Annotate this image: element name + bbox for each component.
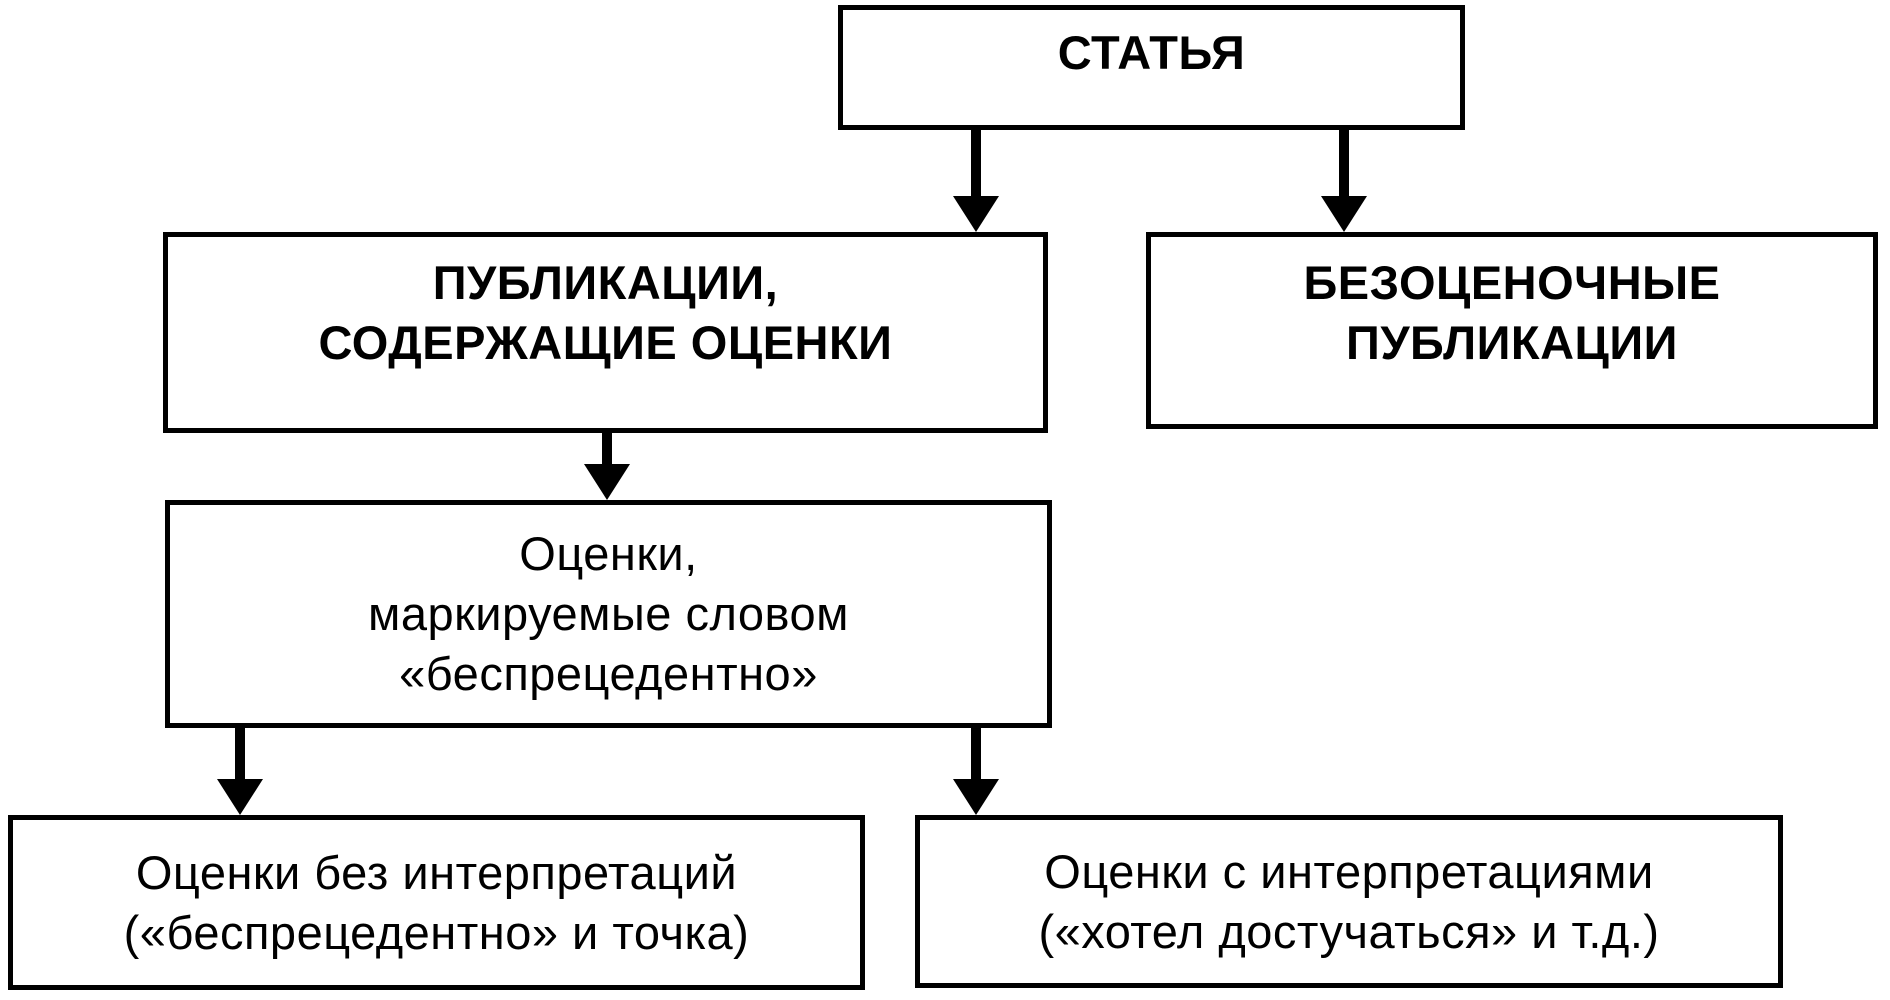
- arrowhead-down-icon: [584, 464, 630, 500]
- node-line: Оценки с интерпретациями: [1044, 844, 1654, 898]
- arrow-article-to-evaluative: [953, 128, 999, 232]
- node-line: Оценки без интерпретаций: [135, 845, 738, 899]
- node-article: СТАТЬЯ: [838, 5, 1465, 130]
- arrow-shaft: [602, 430, 612, 464]
- node-line: Оценки,: [519, 527, 698, 580]
- arrow-evaluative-to-marked: [584, 430, 630, 500]
- node-line: («хотел достучаться» и т.д.): [1038, 904, 1660, 958]
- arrowhead-down-icon: [953, 779, 999, 815]
- arrowhead-down-icon: [1321, 196, 1367, 232]
- node-line: ПУБЛИКАЦИИ,: [432, 256, 779, 309]
- arrow-shaft: [971, 128, 981, 196]
- arrowhead-down-icon: [217, 779, 263, 815]
- node-non-evaluative-publications: БЕЗОЦЕНОЧНЫЕ ПУБЛИКАЦИИ: [1146, 232, 1878, 429]
- node-unprecedented-marked-evaluations: Оценки, маркируемые словом «беспрецедент…: [165, 500, 1052, 728]
- node-article-label: СТАТЬЯ: [1057, 26, 1246, 79]
- node-line: ПУБЛИКАЦИИ: [1346, 316, 1678, 369]
- node-line: маркируемые словом: [368, 587, 849, 640]
- node-line: «беспрецедентно»: [399, 647, 818, 700]
- arrow-shaft: [1339, 128, 1349, 196]
- arrow-article-to-non-evaluative: [1321, 128, 1367, 232]
- node-evaluations-without-interpretations: Оценки без интерпретаций («беспрецедентн…: [8, 815, 865, 990]
- arrow-shaft: [235, 726, 245, 779]
- arrowhead-down-icon: [953, 196, 999, 232]
- node-line: («беспрецедентно» и точка): [123, 905, 750, 959]
- arrow-marked-to-without-interpretations: [217, 726, 263, 815]
- node-evaluative-publications: ПУБЛИКАЦИИ, СОДЕРЖАЩИЕ ОЦЕНКИ: [163, 232, 1048, 433]
- arrow-shaft: [971, 726, 981, 779]
- node-evaluations-with-interpretations: Оценки с интерпретациями («хотел достуча…: [915, 815, 1783, 988]
- node-line: СОДЕРЖАЩИЕ ОЦЕНКИ: [318, 316, 893, 369]
- node-line: БЕЗОЦЕНОЧНЫЕ: [1303, 256, 1721, 309]
- arrow-marked-to-with-interpretations: [953, 726, 999, 815]
